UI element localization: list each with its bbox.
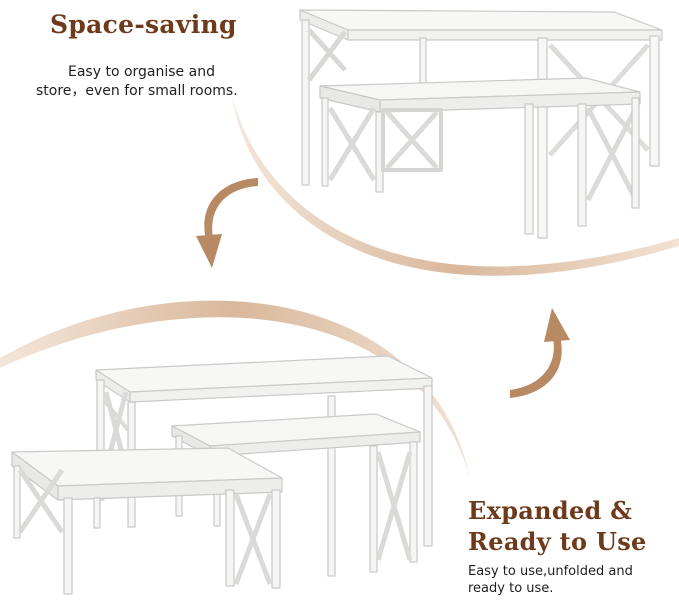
curved-arrow-up-icon <box>510 308 570 398</box>
space-saving-caption-line1: Easy to organise and <box>68 64 215 80</box>
expanded-caption-line2: ready to use. <box>468 581 554 596</box>
expanded-table-set <box>11 355 433 595</box>
space-saving-title: Space-saving <box>50 10 237 39</box>
stored-table-set <box>299 9 663 239</box>
top-swoosh <box>232 96 679 276</box>
space-saving-caption-line2: store，even for small rooms. <box>36 83 238 99</box>
expanded-title-line1: Expanded & <box>468 496 633 525</box>
curved-arrow-down-icon <box>196 178 258 268</box>
expanded-caption-line1: Easy to use,unfolded and <box>468 564 633 579</box>
expanded-title-line2: Ready to Use <box>468 527 647 556</box>
